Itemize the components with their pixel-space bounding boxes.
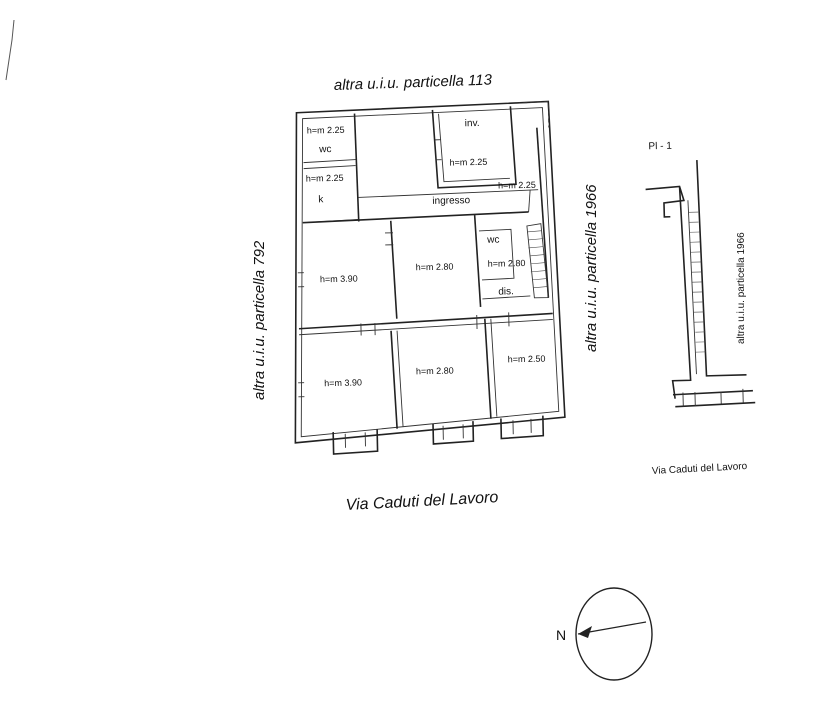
room-d-height: h=m 2.80 xyxy=(416,366,454,377)
room-a-height: h=m 3.90 xyxy=(320,274,358,285)
wall-bottom-2b xyxy=(491,319,497,417)
label-left-neighbor: altra u.i.u. particella 792 xyxy=(251,240,268,400)
section-top-notch xyxy=(646,186,685,217)
road-windows xyxy=(333,416,544,454)
wall-bottom-1 xyxy=(391,331,397,429)
room-e-height: h=m 2.50 xyxy=(508,354,546,365)
margin-mark xyxy=(6,20,14,80)
room-dis-name: dis. xyxy=(498,286,514,297)
room-wc-top-name: wc xyxy=(318,144,331,155)
room-b-height: h=m 2.80 xyxy=(416,262,454,273)
label-right-neighbor: altra u.i.u. particella 1966 xyxy=(583,184,600,352)
wall-right-column xyxy=(537,128,549,298)
room-wc-mid-height: h=m 2.80 xyxy=(488,258,526,269)
section-side-label: altra u.i.u. particella 1966 xyxy=(736,232,747,344)
wall-wc-bottom2 xyxy=(304,166,356,169)
room-inv-height: h=m 2.25 xyxy=(449,157,487,168)
section-stairs xyxy=(688,212,706,352)
room-c-height: h=m 3.90 xyxy=(324,377,362,388)
label-top-neighbor: altra u.i.u. particella 113 xyxy=(334,71,493,94)
section-road-label: Via Caduti del Lavoro xyxy=(652,461,748,477)
wall-wc-bottom xyxy=(303,160,355,163)
wall-mid-2 xyxy=(475,215,481,307)
label-road: Via Caduti del Lavoro xyxy=(345,489,498,514)
room-k-height: h=m 2.25 xyxy=(306,173,344,184)
section-title: Pl - 1 xyxy=(648,141,672,153)
wall-bottom-1b xyxy=(397,331,403,427)
compass-rose: N xyxy=(556,588,652,680)
room-ingresso-height: h=m 2.25 xyxy=(498,180,536,191)
room-wc-mid-name: wc xyxy=(486,235,499,246)
wall-corridor-bottom xyxy=(303,212,529,223)
room-inv-name: inv. xyxy=(465,118,480,129)
main-plan: h=m 2.25 wc h=m 2.25 k inv. h=m 2.25 h=m… xyxy=(288,101,565,455)
section-left-wall xyxy=(668,186,692,398)
wall-row-divider xyxy=(299,313,553,328)
wall-left-stack xyxy=(354,114,358,222)
room-wc-top-height: h=m 2.25 xyxy=(307,125,345,136)
wall-bottom-2 xyxy=(485,319,491,419)
wall-corridor-end xyxy=(528,190,530,212)
compass-north-label: N xyxy=(556,627,566,643)
room-ingresso-name: ingresso xyxy=(432,195,470,207)
dashed-boundary xyxy=(516,101,549,128)
wall-mid-1 xyxy=(391,221,397,319)
room-k-name: k xyxy=(318,194,324,205)
